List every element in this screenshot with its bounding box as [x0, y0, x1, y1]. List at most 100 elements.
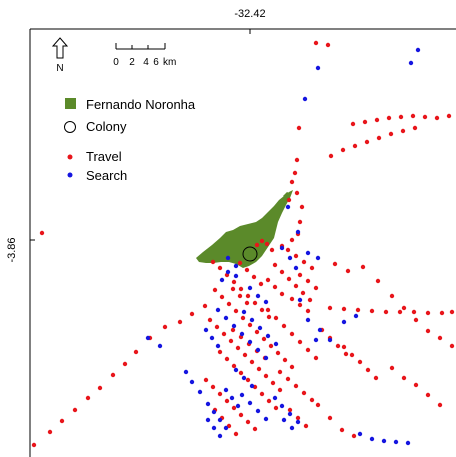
travel-point	[202, 303, 208, 309]
search-point	[157, 343, 163, 349]
travel-point	[214, 324, 220, 330]
legend-travel-symbol	[67, 154, 73, 160]
search-point	[341, 319, 347, 325]
search-point	[233, 263, 239, 269]
travel-point	[357, 359, 363, 365]
travel-point	[350, 121, 356, 127]
search-point	[305, 317, 311, 323]
travel-point	[272, 262, 278, 268]
points-layer	[31, 40, 455, 448]
scale-tick-0: 0	[113, 57, 119, 68]
travel-point	[303, 423, 309, 429]
travel-point	[389, 365, 395, 371]
travel-point	[210, 384, 216, 390]
travel-point	[295, 415, 301, 421]
scale-tick-2: 2	[129, 57, 135, 68]
travel-point	[365, 367, 371, 373]
search-point	[247, 400, 253, 406]
search-point	[197, 389, 203, 395]
travel-point	[265, 307, 271, 313]
travel-point	[294, 190, 300, 196]
travel-point	[293, 283, 299, 289]
travel-point	[221, 331, 227, 337]
search-point	[302, 96, 308, 102]
travel-point	[264, 241, 270, 247]
legend-colony-label: Colony	[86, 119, 127, 134]
search-point	[313, 337, 319, 343]
legend-island-swatch	[65, 98, 76, 109]
search-point	[205, 417, 211, 423]
travel-point	[315, 402, 321, 408]
search-point	[145, 335, 151, 341]
legend: Fernando Noronha Colony Travel Search	[64, 97, 196, 183]
travel-point	[258, 281, 264, 287]
travel-point	[244, 300, 250, 306]
search-point	[235, 403, 241, 409]
scale-tick-4: 4	[143, 57, 149, 68]
travel-point	[231, 279, 237, 285]
travel-point	[231, 363, 237, 369]
search-point	[241, 375, 247, 381]
travel-point	[289, 179, 295, 185]
scale-tick-6: 6	[153, 57, 159, 68]
travel-point	[282, 357, 288, 363]
search-point	[281, 417, 287, 423]
travel-point	[383, 309, 389, 315]
travel-point	[292, 170, 298, 176]
travel-point	[425, 392, 431, 398]
travel-point	[270, 380, 276, 386]
search-point	[215, 343, 221, 349]
scale-unit: km	[163, 57, 176, 68]
search-point	[393, 439, 399, 445]
travel-point	[275, 350, 281, 356]
travel-point	[413, 317, 419, 323]
travel-point	[297, 302, 303, 308]
travel-point	[97, 385, 103, 391]
travel-point	[340, 147, 346, 153]
travel-point	[279, 291, 285, 297]
search-point	[215, 307, 221, 313]
search-point	[233, 273, 239, 279]
travel-point	[301, 390, 307, 396]
travel-point	[259, 391, 265, 397]
travel-point	[327, 415, 333, 421]
travel-point	[289, 296, 295, 302]
search-point	[295, 419, 301, 425]
search-point	[289, 425, 295, 431]
travel-point	[305, 308, 311, 314]
travel-point	[266, 398, 272, 404]
travel-point	[351, 433, 357, 439]
travel-point	[434, 115, 440, 121]
search-point	[223, 425, 229, 431]
travel-point	[449, 343, 455, 349]
travel-point	[266, 314, 272, 320]
search-point	[239, 331, 245, 337]
travel-point	[364, 139, 370, 145]
travel-point	[277, 387, 283, 393]
travel-point	[411, 309, 417, 315]
travel-point	[245, 293, 251, 299]
search-point	[405, 440, 411, 446]
travel-point	[345, 268, 351, 274]
north-arrow-icon	[51, 37, 69, 59]
search-point	[263, 355, 269, 361]
travel-point	[189, 311, 195, 317]
travel-point	[217, 391, 223, 397]
travel-point	[287, 407, 293, 413]
travel-point	[335, 343, 341, 349]
travel-point	[226, 301, 232, 307]
travel-point	[309, 397, 315, 403]
travel-point	[238, 286, 244, 292]
travel-point	[355, 307, 361, 313]
travel-point	[398, 114, 404, 120]
left-axis-label: -3.86	[6, 237, 18, 262]
travel-point	[437, 335, 443, 341]
legend-island-label: Fernando Noronha	[86, 97, 196, 112]
travel-point	[297, 339, 303, 345]
travel-point	[301, 259, 307, 265]
search-point	[255, 347, 261, 353]
travel-point	[245, 419, 251, 425]
search-point	[223, 387, 229, 393]
map-frame	[29, 28, 456, 457]
